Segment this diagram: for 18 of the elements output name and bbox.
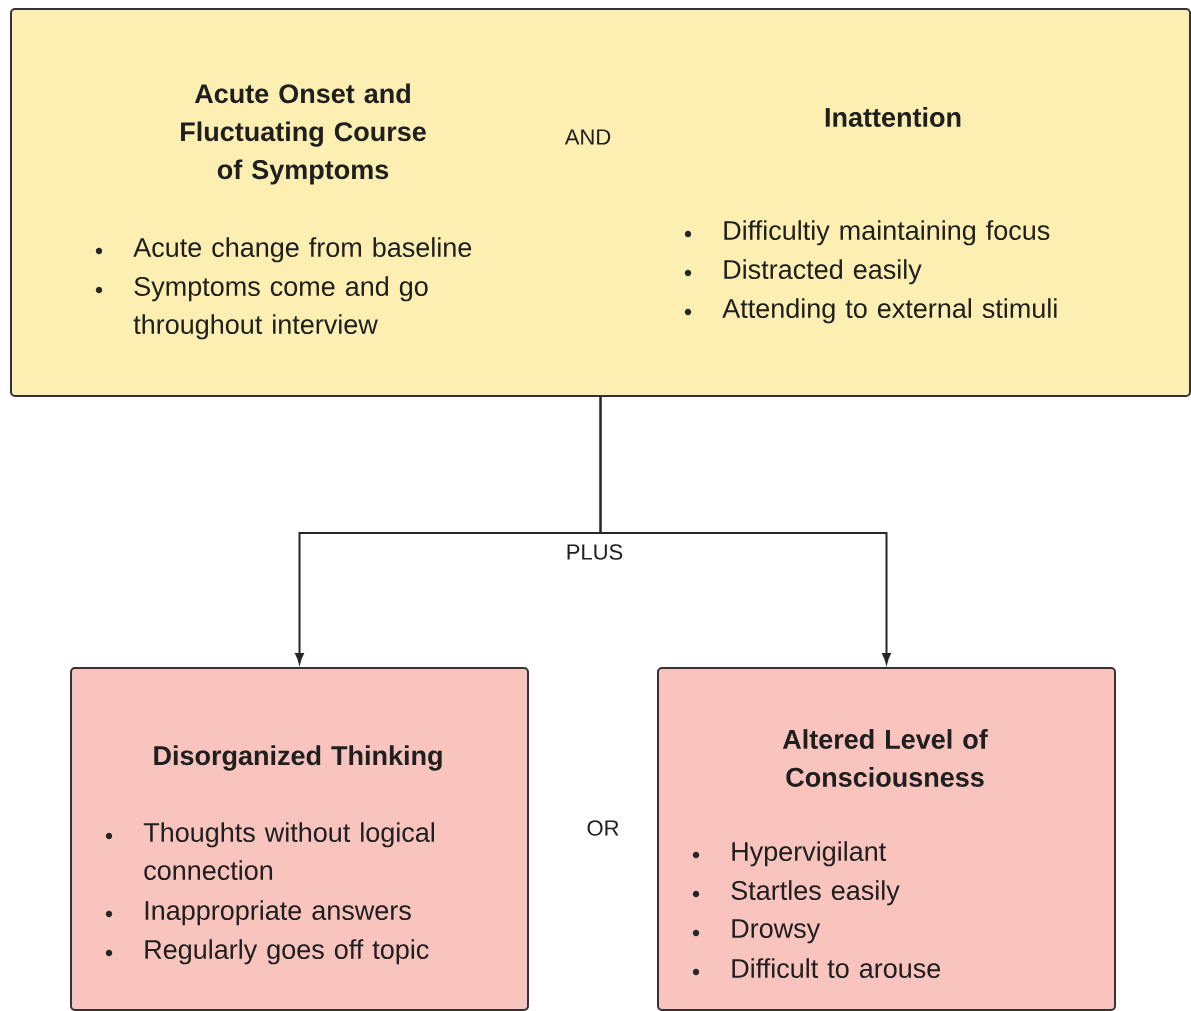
bullet-item: Difficult to arouse (732, 958, 941, 979)
heading: Acute Onset and Fluctuating Course of Symptoms (181, 83, 426, 185)
bullet-item: Difficultiy maintaining focus (724, 220, 1050, 246)
connector-word: OR (587, 820, 619, 836)
bullet-item: Symptoms come and go throughout interview (133, 276, 428, 340)
bullet-item: Drowsy (732, 919, 821, 944)
bullet-item: Acute change from baseline (133, 237, 472, 263)
heading: Inattention (825, 107, 961, 127)
connector-word: AND (564, 129, 611, 145)
heading: Disorganized Thinking (154, 745, 442, 771)
bullet-item: Attending to external stimuli (722, 298, 1057, 324)
heading: Altered Level of Consciousness (782, 729, 988, 787)
bullet-item: Regularly goes off topic (145, 939, 429, 965)
bullet-item: Hypervigilant (732, 841, 887, 867)
bullet-item: Thoughts without logical connection (143, 822, 434, 881)
bullet-item: Startles easily (731, 880, 900, 906)
bullet-item: Inappropriate answers (145, 900, 411, 926)
bullet-item: Distracted easily (724, 259, 922, 285)
